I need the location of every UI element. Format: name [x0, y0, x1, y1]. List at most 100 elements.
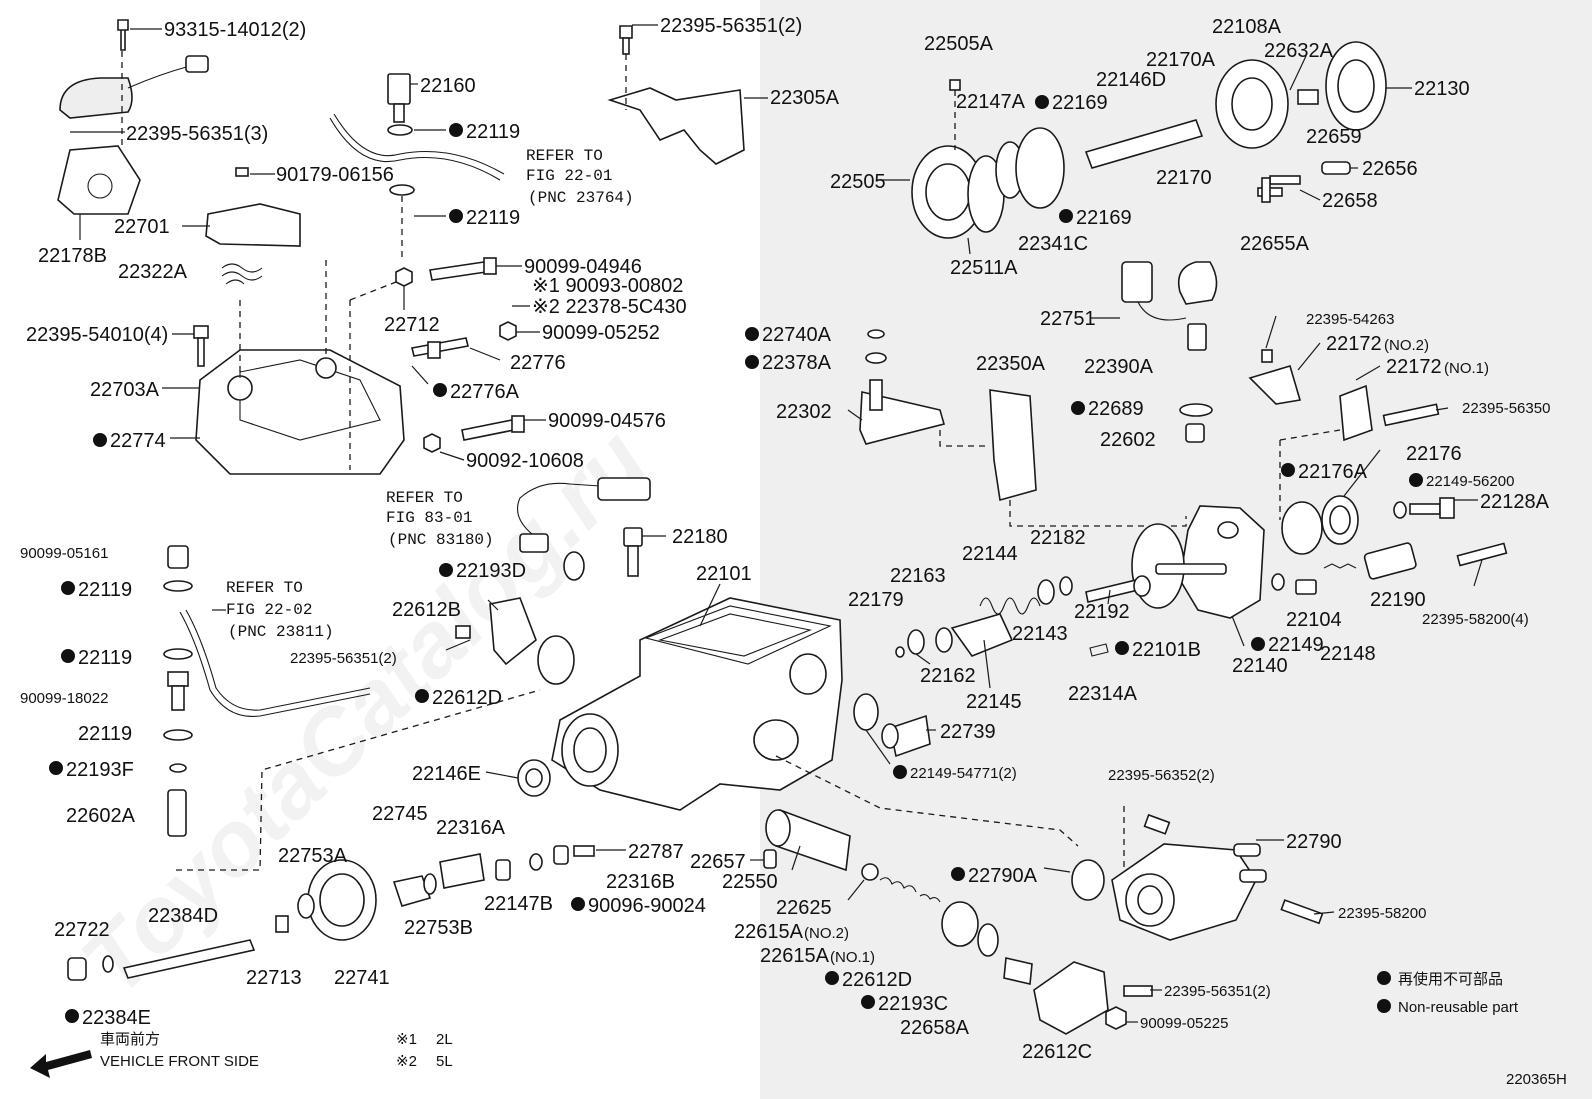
part-sub-label: (NO.2)	[1384, 337, 1429, 354]
spring-22615a-no1-shape	[919, 893, 941, 903]
spring-22615a-no2-shape	[879, 877, 917, 893]
nut-90099-05252-shape	[499, 321, 517, 341]
cap-22722-shape	[67, 957, 87, 981]
oring-22612d-lower-shape	[941, 901, 979, 947]
part-label: 22130	[1414, 78, 1470, 100]
bolt-22395-58200-shape	[1280, 899, 1324, 925]
valve-22190-shape	[1363, 542, 1417, 580]
gasket-22612b-shape	[489, 597, 537, 666]
cap-90099-05161-shape	[167, 545, 189, 569]
part-label: 22658A	[900, 1017, 970, 1039]
diagram-code: 220365H	[1506, 1071, 1567, 1088]
part-label: 22658	[1322, 190, 1378, 212]
part-label: 22395-56350	[1462, 400, 1550, 417]
part-label: 90099-05252	[542, 322, 660, 344]
nut-90092-shape	[423, 433, 441, 453]
legend: 再使用不可部品 Non-reusable part	[1377, 971, 1519, 1016]
part-label: 22119	[466, 207, 520, 229]
part-sub-label: (NO.1)	[830, 949, 875, 966]
part-label: 22776	[510, 352, 566, 374]
direction-en: VEHICLE FRONT SIDE	[100, 1053, 259, 1070]
pin-22314a-shape	[1089, 643, 1109, 657]
bolt-22787-shape	[573, 845, 595, 857]
part-label: 22314A	[1068, 683, 1138, 705]
part-sub-label: (NO.1)	[1444, 360, 1489, 377]
arrow-left-icon	[30, 1050, 92, 1078]
direction-jp: 車両前方	[100, 1031, 160, 1048]
part-label: 22378A	[762, 352, 832, 374]
part-label: 22176A	[1298, 461, 1368, 483]
washer-22753a-shape	[297, 893, 315, 919]
part-label: 22322A	[118, 261, 188, 283]
plate-22701-shape	[205, 203, 301, 247]
gear-22341c-shape	[1015, 127, 1065, 209]
part-label: 90092-10608	[466, 450, 584, 472]
ring-22193d-shape	[563, 551, 585, 581]
part-label: 22147B	[484, 893, 553, 915]
bolt-22395-56351-lower-shape	[1123, 985, 1153, 997]
part-label: 22395-56351(3)	[126, 123, 268, 145]
part-label: 22172	[1326, 333, 1382, 355]
part-label: 22703A	[90, 379, 160, 401]
part-label: 22395-54010(4)	[26, 324, 168, 346]
part-label: 22689	[1088, 398, 1144, 420]
bracket-22178b-shape	[57, 145, 141, 215]
head-22140-shape	[1179, 505, 1265, 619]
part-label: 22128A	[1480, 491, 1550, 513]
reference-line: (PNC 83180)	[388, 531, 494, 549]
bolt-22395-56352-shape	[1143, 813, 1171, 835]
part-label: 90099-04946	[524, 256, 642, 278]
part-label: 22712	[384, 314, 440, 336]
part-label: 90099-05161	[20, 545, 108, 562]
oring-22790a-shape	[1071, 859, 1105, 901]
part-label: 22163	[890, 565, 946, 587]
bolt-93315-shape	[117, 19, 129, 51]
part-label: 22101B	[1132, 639, 1201, 661]
pin-22655a-shape	[1261, 177, 1271, 203]
part-label: 22119	[78, 647, 132, 669]
part-label: 22169	[1076, 207, 1132, 229]
part-label: 22148	[1320, 643, 1376, 665]
shaft-22170-shape	[1084, 119, 1204, 169]
part-label: 22612D	[842, 969, 912, 991]
part-label: 22753B	[404, 917, 473, 939]
part-label: 22176	[1406, 443, 1462, 465]
reference-line: (PNC 23811)	[228, 623, 334, 641]
part-label: 22790	[1286, 831, 1342, 853]
part-label: 22140	[1232, 655, 1288, 677]
part-label: 22193F	[66, 759, 134, 781]
part-label: 22655A	[1240, 233, 1310, 255]
oring-22149-54771-shape	[853, 693, 879, 731]
part-label: 22384D	[148, 905, 218, 927]
sensor-cap-shape	[59, 77, 133, 119]
part-label: 22550	[722, 871, 778, 893]
clip-22713-shape	[275, 915, 289, 933]
note-mark: ※2	[396, 1053, 417, 1070]
part-label: 22625	[776, 897, 832, 919]
fitting-22180-shape	[623, 527, 643, 547]
part-label: 22751	[1040, 308, 1096, 330]
leader-lines	[70, 24, 1483, 1023]
part-label: 22722	[54, 919, 110, 941]
part-label: 22162	[920, 665, 976, 687]
direction-indicator: 車両前方 VEHICLE FRONT SIDE	[30, 1031, 259, 1078]
part-label: ※2 22378-5C430	[532, 296, 687, 318]
part-label: 22713	[246, 967, 302, 989]
part-label: 22160	[420, 75, 476, 97]
part-label: 90179-06156	[276, 164, 394, 186]
part-label: 22395-58200	[1338, 905, 1426, 922]
sensor-wire-shape	[127, 65, 191, 89]
part-label: 22615A	[734, 921, 804, 943]
part-label: 22146D	[1096, 69, 1166, 91]
bolt-22128a-shape	[1409, 503, 1441, 515]
notes: ※1 2L ※2 5L	[396, 1031, 453, 1070]
part-sub-label: (NO.2)	[804, 925, 849, 942]
legend-en: Non-reusable part	[1398, 999, 1519, 1016]
part-label: 22180	[672, 526, 728, 548]
shim-22745-shape	[392, 875, 432, 907]
sleeve-22316b-shape	[495, 859, 511, 881]
governor-cover-shape	[195, 349, 405, 475]
oring-22612d-shape	[537, 635, 575, 685]
reference-line: (PNC 23764)	[528, 189, 634, 207]
part-label: 22143	[1012, 623, 1068, 645]
